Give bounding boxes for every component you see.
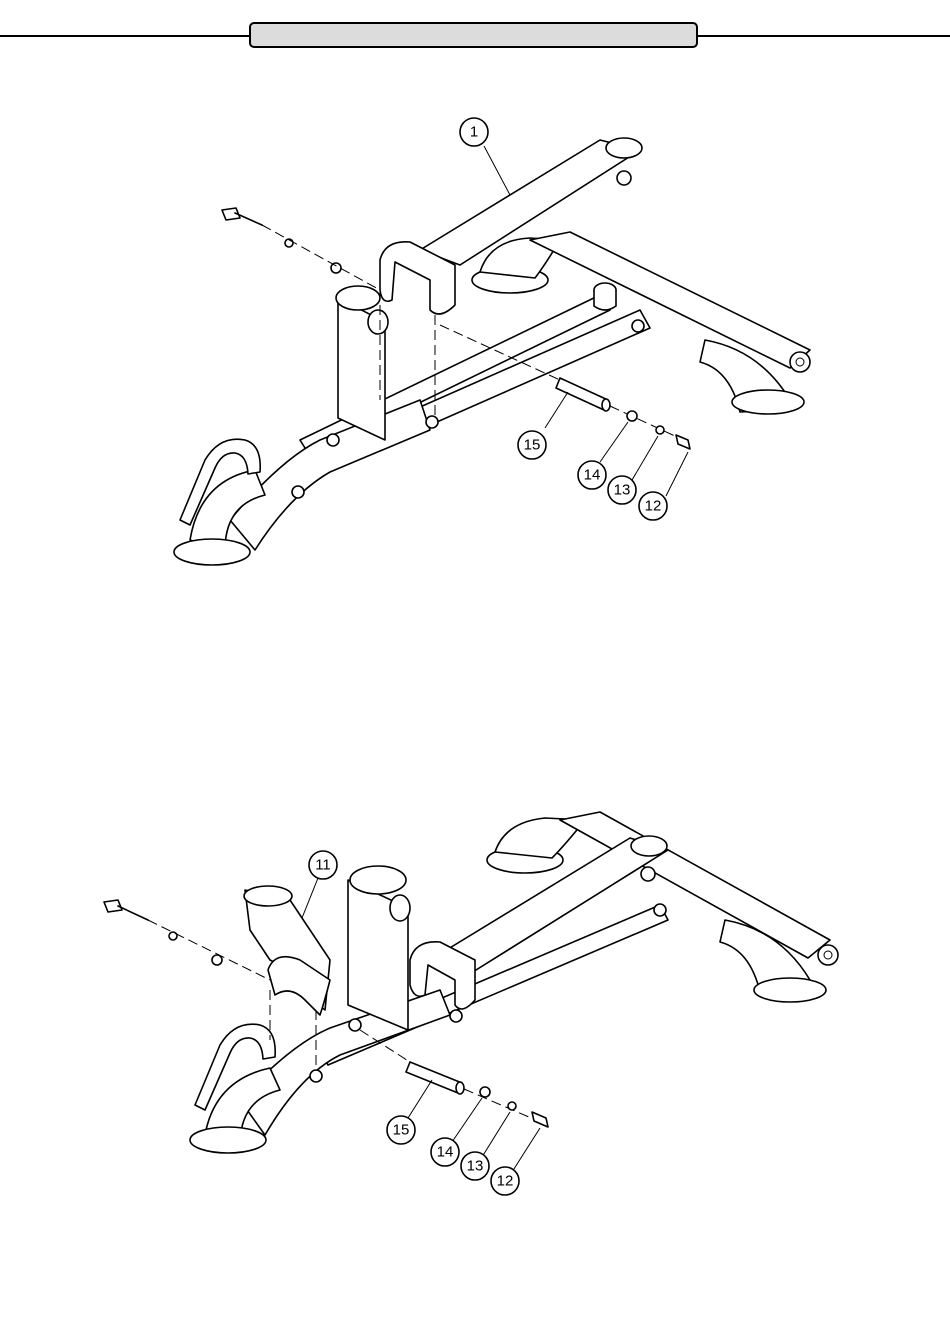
assembly-diagram-bottom: 11 15 14 13 12 [0, 800, 950, 1220]
rear-right-foot-pad [732, 390, 804, 414]
callout-14: 14 [431, 1138, 459, 1166]
rear-right-foot-pad [754, 978, 826, 1002]
frame-bolt-3 [654, 904, 666, 916]
adjust-knob-body [594, 290, 616, 310]
spacer-tube-15 [406, 1062, 462, 1093]
washer-14 [627, 411, 637, 421]
frame-bolt-1 [310, 1070, 322, 1082]
callout-12-label: 12 [497, 1173, 514, 1190]
callout-14-label: 14 [437, 1144, 454, 1161]
front-left-foot-pad [190, 1127, 266, 1153]
frame-bolt-2 [450, 1010, 462, 1022]
frame-bolt-2 [426, 416, 438, 428]
callout-14-label: 14 [584, 467, 601, 484]
vertical-post-hole [368, 310, 388, 334]
callout-15-label: 15 [393, 1122, 410, 1139]
transport-wheel [818, 945, 838, 965]
callout-15: 15 [518, 431, 546, 459]
callout-11: 11 [309, 851, 337, 879]
callout-1: 1 [460, 118, 488, 146]
frame-bushing-top [617, 171, 631, 185]
vertical-post-cap [336, 286, 380, 310]
transport-wheel [790, 352, 810, 372]
callout-14: 14 [578, 461, 606, 489]
callout-1-label: 1 [470, 124, 478, 141]
main-frame-tube-end [631, 836, 667, 856]
callout-12-label: 12 [645, 498, 662, 515]
washer-14 [480, 1087, 490, 1097]
callout-13: 13 [461, 1152, 489, 1180]
callout-11-label: 11 [315, 857, 331, 874]
lock-washer-13 [508, 1102, 516, 1110]
frame-bolt-3 [632, 320, 644, 332]
front-base-tube [230, 400, 430, 550]
tilt-arm-11-top [244, 886, 292, 906]
front-left-foot-pad [174, 539, 250, 565]
callout-15-label: 15 [524, 437, 541, 454]
frame-bolt-1 [292, 486, 304, 498]
vertical-post-cap [350, 866, 406, 894]
frame-bolt-4 [327, 434, 339, 446]
callout-13-label: 13 [467, 1158, 484, 1175]
callout-12: 12 [639, 492, 667, 520]
callout-12: 12 [491, 1167, 519, 1195]
lock-washer-13 [656, 426, 664, 434]
bolt-12 [676, 435, 690, 449]
spacer-tube-15 [556, 378, 608, 410]
callout-13-label: 13 [614, 482, 631, 499]
header-title-box [249, 22, 698, 48]
frame-bolt-4 [349, 1019, 361, 1031]
bolt-12 [532, 1112, 548, 1127]
callout-15: 15 [387, 1116, 415, 1144]
vertical-post-hole [390, 895, 410, 921]
assembly-diagram-top: 1 15 14 13 12 [0, 100, 950, 600]
washer-left-2 [331, 263, 341, 273]
main-frame-tube-end [606, 138, 642, 158]
washer-left-2 [212, 955, 222, 965]
callout-13: 13 [608, 476, 636, 504]
front-base-tube [240, 990, 450, 1135]
frame-bushing-top [641, 867, 655, 881]
